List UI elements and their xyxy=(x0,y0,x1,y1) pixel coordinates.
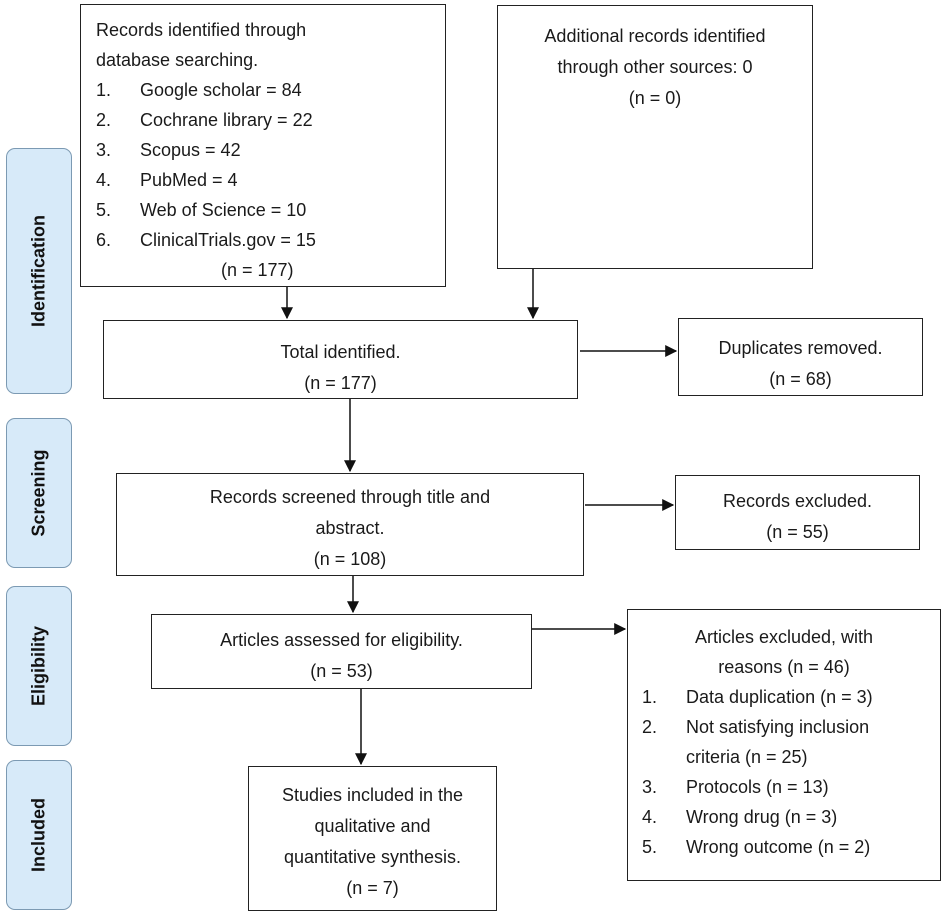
list-item-number: 4. xyxy=(642,807,658,827)
articles-excluded-title: Articles excluded, with reasons (n = 46) xyxy=(694,627,874,677)
list-item-label: Web of Science = 10 xyxy=(140,200,307,220)
articles-excluded-box: Articles excluded, with reasons (n = 46)… xyxy=(627,609,941,881)
list-item-number: 6. xyxy=(96,230,112,250)
included-box: Studies included in the qualitative and … xyxy=(248,766,497,911)
stage-eligibility: Eligibility xyxy=(6,586,72,746)
list-item-label: Scopus = 42 xyxy=(140,140,241,160)
database-list-item: 2. Cochrane library = 22 xyxy=(96,105,445,135)
stage-included: Included xyxy=(6,760,72,910)
database-search-title: Records identified through database sear… xyxy=(96,20,307,70)
list-item-number: 5. xyxy=(642,837,658,857)
exclusion-reason-item: 4. Wrong drug (n = 3) xyxy=(642,802,940,832)
records-excluded-count: (n = 55) xyxy=(766,522,829,542)
list-item-label: criteria (n = 25) xyxy=(686,747,808,767)
screened-count: (n = 108) xyxy=(313,549,387,569)
included-count: (n = 7) xyxy=(346,878,399,898)
assessed-count: (n = 53) xyxy=(310,661,373,681)
list-item-label: ClinicalTrials.gov = 15 xyxy=(140,230,316,250)
assessed-box: Articles assessed for eligibility. (n = … xyxy=(151,614,532,689)
database-list-item: 1. Google scholar = 84 xyxy=(96,75,445,105)
list-item-label: Wrong drug (n = 3) xyxy=(686,807,838,827)
list-item-label: Cochrane library = 22 xyxy=(140,110,313,130)
database-list: 1. Google scholar = 84 2. Cochrane library … xyxy=(96,75,445,255)
total-identified-count: (n = 177) xyxy=(304,373,377,393)
list-item-number: 2. xyxy=(642,717,658,737)
database-list-item: 6. ClinicalTrials.gov = 15 xyxy=(96,225,445,255)
database-list-item: 5. Web of Science = 10 xyxy=(96,195,445,225)
list-item-number: 3. xyxy=(96,140,112,160)
list-item-number: 1. xyxy=(642,687,658,707)
list-item-number: 1. xyxy=(96,80,112,100)
records-excluded-box: Records excluded. (n = 55) xyxy=(675,475,920,550)
duplicates-count: (n = 68) xyxy=(769,369,832,389)
exclusion-reasons-list: 1. Data duplication (n = 3) 2. Not satisfyi… xyxy=(642,682,940,862)
list-item-number: 5. xyxy=(96,200,112,220)
list-item-label: Not satisfying inclusion xyxy=(686,717,870,737)
stage-screening: Screening xyxy=(6,418,72,568)
list-item-label: Wrong outcome (n = 2) xyxy=(686,837,871,857)
exclusion-reason-item: 2. Not satisfying inclusion xyxy=(642,712,940,742)
screened-box: Records screened through title and abstr… xyxy=(116,473,584,576)
list-item-label: Protocols (n = 13) xyxy=(686,777,829,797)
exclusion-reason-item: 3. Protocols (n = 13) xyxy=(642,772,940,802)
exclusion-reason-item: 1. Data duplication (n = 3) xyxy=(642,682,940,712)
database-total: (n = 177) xyxy=(221,260,294,280)
exclusion-reason-item: 5. Wrong outcome (n = 2) xyxy=(642,832,940,862)
database-search-box: Records identified through database sear… xyxy=(80,4,446,287)
database-list-item: 4. PubMed = 4 xyxy=(96,165,445,195)
other-sources-count: (n = 0) xyxy=(628,88,682,108)
database-list-item: 3. Scopus = 42 xyxy=(96,135,445,165)
total-identified-box: Total identified. (n = 177) xyxy=(103,320,578,399)
list-item-number: 3. xyxy=(642,777,658,797)
stage-identification: Identification xyxy=(6,148,72,394)
list-item-number: 4. xyxy=(96,170,112,190)
exclusion-reason-item: criteria (n = 25) xyxy=(642,742,940,772)
list-item-label: PubMed = 4 xyxy=(140,170,238,190)
other-sources-box: Additional records identified through ot… xyxy=(497,5,813,269)
list-item-label: Google scholar = 84 xyxy=(140,80,302,100)
duplicates-box: Duplicates removed. (n = 68) xyxy=(678,318,923,396)
list-item-number: 2. xyxy=(96,110,112,130)
list-item-label: Data duplication (n = 3) xyxy=(686,687,873,707)
